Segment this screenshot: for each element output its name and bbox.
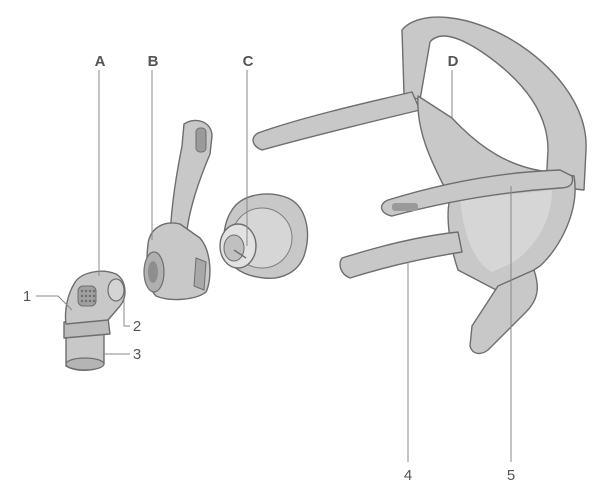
headgear-lower-right-strap <box>469 269 538 355</box>
elbow-release-button <box>107 278 125 302</box>
leader-2 <box>123 300 130 327</box>
label-a: A <box>95 53 106 70</box>
headgear-lower-left-strap <box>339 231 463 279</box>
elbow-vent-holes <box>80 289 96 303</box>
frame-side-clip <box>193 257 207 291</box>
headgear-upper-left-strap <box>252 91 421 151</box>
leader-lines <box>36 70 512 462</box>
frame-port-inner <box>148 261 158 283</box>
callout-4: 4 <box>404 467 412 484</box>
callout-5: 5 <box>507 467 515 484</box>
label-c: C <box>243 53 254 70</box>
headgear-middle-strap <box>381 169 574 217</box>
cushion-nasal-prong <box>233 249 247 259</box>
frame-arm-clip <box>195 127 207 153</box>
label-b: B <box>148 53 159 70</box>
headgear-crown-strap <box>401 16 587 191</box>
headgear-part-d <box>252 16 587 355</box>
callout-number-labels: 1 2 3 4 5 <box>23 288 515 484</box>
elbow-part-a <box>63 270 126 371</box>
label-d: D <box>448 53 459 70</box>
callout-2: 2 <box>133 318 141 335</box>
frame-part-b <box>143 119 213 301</box>
cushion-part-c <box>219 193 309 279</box>
cushion-inner-hole <box>223 234 245 262</box>
headgear-strap-tab <box>392 203 418 211</box>
leader-1 <box>36 295 73 311</box>
callout-3: 3 <box>133 346 141 363</box>
part-letter-labels: A B C D <box>95 53 459 70</box>
callout-1: 1 <box>23 288 31 305</box>
headgear-back-panel-inner <box>460 190 552 272</box>
elbow-tube-end <box>65 357 105 371</box>
